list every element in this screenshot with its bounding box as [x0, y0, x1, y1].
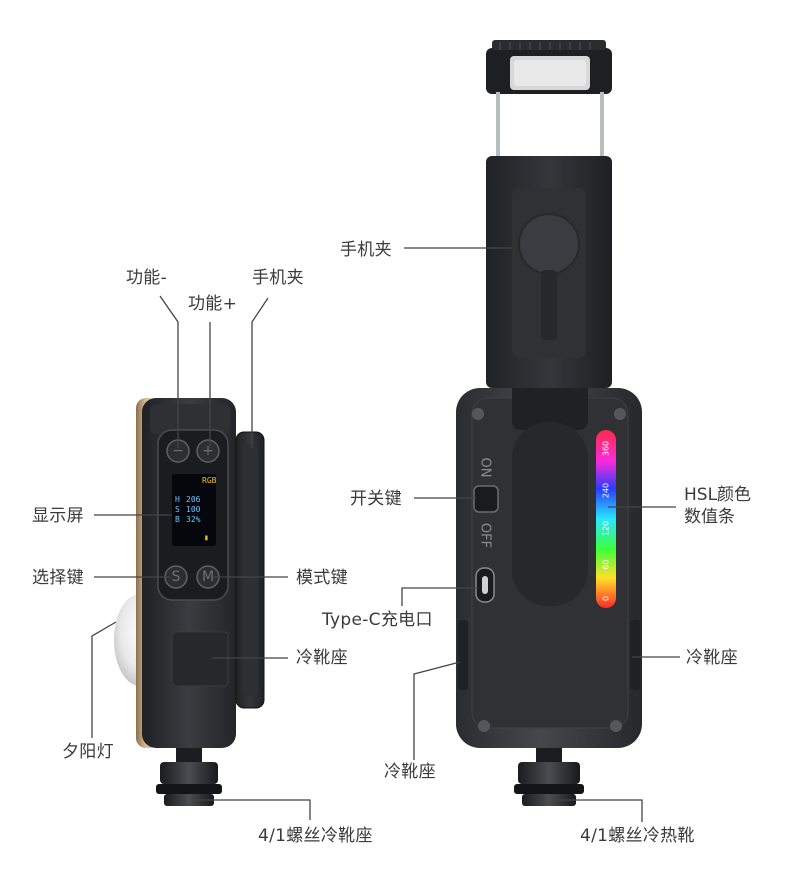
label-cold-shoe-bottom: 冷靴座 — [384, 762, 436, 782]
minus-button[interactable]: − — [172, 443, 184, 459]
hsl-tick-360: 360 — [601, 440, 611, 457]
oled-battery-icon: ▮ — [204, 533, 209, 542]
label-power-switch: 开关键 — [350, 489, 402, 509]
label-phone-clip-left: 手机夹 — [252, 268, 304, 288]
switch-off-text: OFF — [477, 522, 493, 549]
hsl-tick-0: 0 — [601, 595, 611, 602]
select-s-button[interactable]: S — [171, 569, 181, 585]
label-type-c: Type-C充电口 — [322, 610, 433, 630]
label-sunset-lamp: 夕阳灯 — [62, 742, 114, 762]
label-hsl-line2: 数值条 — [684, 507, 735, 527]
oled-value-3: 32% — [186, 515, 201, 524]
oled-b-label: B — [175, 515, 180, 524]
label-display: 显示屏 — [32, 506, 84, 526]
hsl-tick-240: 240 — [601, 482, 611, 499]
hsl-tick-120: 120 — [601, 520, 611, 537]
label-func-minus: 功能- — [126, 268, 168, 288]
oled-rgb-tag: RGB — [202, 476, 216, 485]
label-mode-key: 模式键 — [296, 568, 348, 588]
label-func-plus: 功能+ — [188, 294, 238, 314]
oled-value-2: 100 — [186, 505, 201, 514]
mode-m-button[interactable]: M — [201, 569, 215, 585]
label-screw-shoe-left: 4/1螺丝冷靴座 — [258, 826, 373, 846]
hsl-tick-60: 60 — [601, 559, 611, 570]
label-screw-shoe-right: 4/1螺丝冷热靴 — [580, 826, 695, 846]
oled-h-label: H — [175, 495, 180, 504]
label-cold-shoe-right: 冷靴座 — [686, 648, 738, 668]
label-cold-shoe-left: 冷靴座 — [296, 648, 348, 668]
oled-s-label: S — [175, 505, 180, 514]
label-select-key: 选择键 — [32, 568, 84, 588]
switch-on-text: ON — [477, 457, 493, 478]
label-hsl-line1: HSL颜色 — [684, 485, 752, 505]
oled-value-1: 206 — [186, 495, 201, 504]
plus-button[interactable]: + — [202, 443, 214, 459]
oled-display: RGB H S B 206 100 32% ▮ — [172, 474, 216, 546]
label-phone-clip-right: 手机夹 — [340, 240, 392, 260]
